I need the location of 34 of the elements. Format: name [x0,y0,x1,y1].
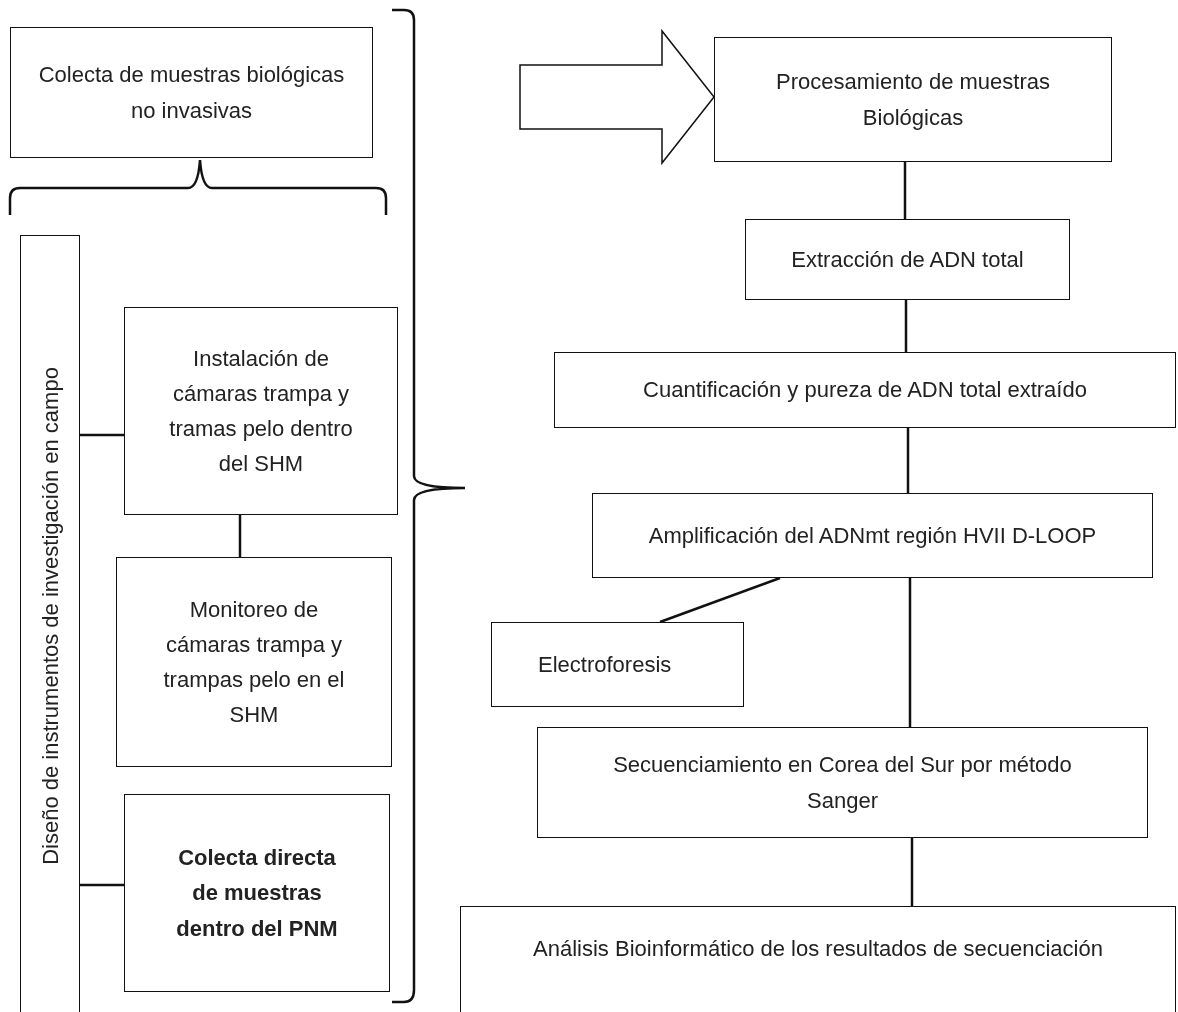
process-box [10,27,373,158]
connector-line [80,883,124,887]
step-text: Amplificación del ADNmt región HVII D-LOOP [648,521,1097,550]
process-box [116,557,392,767]
step-text: Electroforesis [538,650,672,679]
process-box [20,235,80,1012]
connector-line [903,162,907,219]
step-text: Extracción de ADN total [791,245,1024,274]
step-text: Diseño de instrumentos de investigación en campo [37,367,65,865]
step-text: Instalación de cámaras trampa y tramas pelo dentro del SHM [168,344,354,479]
step-text: Monitoreo de cámaras trampa y trampas pelo en el SHM [162,595,346,730]
connector-line [908,578,912,727]
step-text: Secuenciamiento en Corea del Sur por método Sanger [612,751,1073,815]
process-box [491,622,744,707]
process-box [592,493,1153,578]
process-box [124,794,390,992]
process-box [537,727,1148,838]
process-box [460,906,1176,1012]
step-text: Procesamiento de muestras Biológicas [775,68,1051,132]
connector-line [910,838,914,906]
connector-line [906,428,910,493]
step-text: Colecta directa de muestras dentro del PNM [175,844,339,943]
block-arrow [519,28,715,166]
connector-line [238,515,242,557]
process-box [745,219,1070,300]
process-box [554,352,1176,428]
connector-line [80,433,124,437]
step-text: Análisis Bioinformático de los resultados de secuenciación [533,935,1103,963]
process-box [714,37,1112,162]
connector-line [659,576,781,624]
process-box [124,307,398,515]
connector-line [904,300,908,352]
step-text: Colecta de muestras biológicas no invasivas [37,61,346,125]
step-text: Cuantificación y pureza de ADN total extraído [643,376,1087,405]
